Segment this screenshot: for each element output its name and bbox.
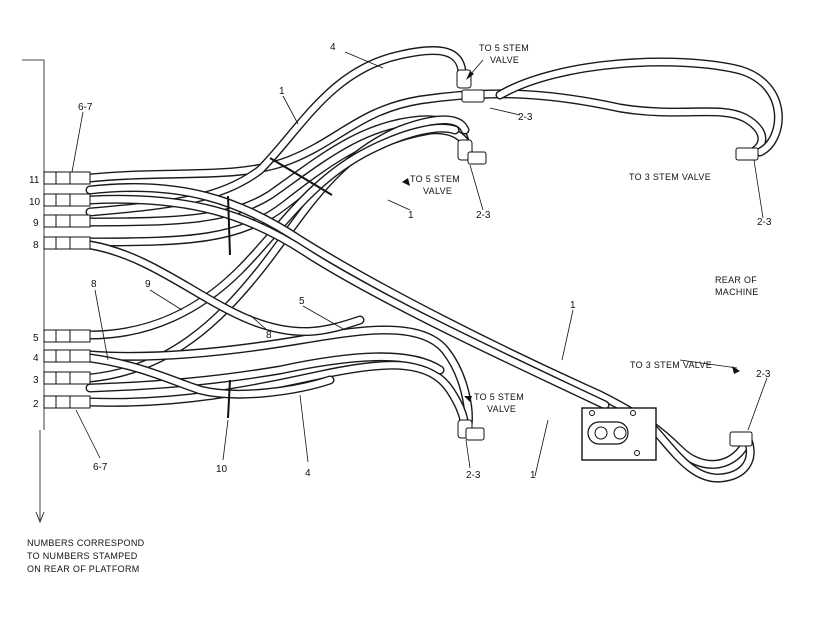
port-fitting-8 xyxy=(43,236,91,250)
port-number-2: 2 xyxy=(33,399,39,410)
hose-group-upper xyxy=(85,46,783,383)
elbow-fitting-mid-5-stem xyxy=(457,139,487,165)
label-mid-5-stem-line1: TO 5 STEM xyxy=(410,174,460,184)
port-fitting-9 xyxy=(43,214,91,228)
callout-9: 9 xyxy=(145,279,151,290)
callout-2-3-low-right: 2-3 xyxy=(756,369,771,380)
port-fitting-10 xyxy=(43,193,91,207)
leader-lines xyxy=(71,51,768,477)
port-number-11: 11 xyxy=(29,175,40,186)
label-rear-line1: REAR OF xyxy=(715,275,757,285)
valve-fittings xyxy=(456,69,759,447)
port-fitting-3 xyxy=(43,371,91,385)
callout-2-3-mid: 2-3 xyxy=(476,210,491,221)
port-fittings xyxy=(43,171,91,409)
port-number-8: 8 xyxy=(33,240,39,251)
note-line-3: ON REAR OF PLATFORM xyxy=(27,564,140,574)
elbow-fitting-top-3-stem xyxy=(735,147,759,161)
part-callouts: 4 2-3 1 6-7 1 2-3 2-3 8 9 5 1 8 2-3 10 4… xyxy=(78,42,772,481)
label-low-3-stem: TO 3 STEM VALVE xyxy=(630,360,712,370)
callout-2-3-top: 2-3 xyxy=(518,112,533,123)
port-number-4: 4 xyxy=(33,353,39,364)
port-fitting-5 xyxy=(43,329,91,343)
label-low-5-stem-line2: VALVE xyxy=(487,404,516,414)
port-number-5: 5 xyxy=(33,333,39,344)
port-number-9: 9 xyxy=(33,218,39,229)
label-top-5-stem-line2: VALVE xyxy=(490,55,519,65)
label-arrows xyxy=(402,71,740,402)
elbow-fitting-top-5-stem xyxy=(456,69,485,103)
callout-8-left: 8 xyxy=(91,279,97,290)
callout-1-bottom: 1 xyxy=(530,470,536,481)
note-line-2: TO NUMBERS STAMPED xyxy=(27,551,138,561)
label-top-5-stem-line1: TO 5 STEM xyxy=(479,43,529,53)
note-line-1: NUMBERS CORRESPOND xyxy=(27,538,145,548)
port-numbers: 11 10 9 8 5 4 3 2 xyxy=(29,175,41,410)
label-rear-line2: MACHINE xyxy=(715,287,759,297)
callout-1-mid: 1 xyxy=(408,210,414,221)
note-bracket xyxy=(22,59,45,524)
callout-2-3-bottom: 2-3 xyxy=(466,470,481,481)
callout-6-7-top: 6-7 xyxy=(78,102,93,113)
elbow-fitting-low-3-stem xyxy=(729,431,753,447)
port-fitting-4 xyxy=(43,349,91,363)
valve-labels: TO 5 STEM VALVE TO 5 STEM VALVE TO 5 STE… xyxy=(410,43,759,414)
callout-5: 5 xyxy=(299,296,305,307)
callout-4-top: 4 xyxy=(330,42,336,53)
callout-1-right: 1 xyxy=(570,300,576,311)
callout-2-3-right: 2-3 xyxy=(757,217,772,228)
hose-group-lower xyxy=(85,182,755,483)
label-low-5-stem-line1: TO 5 STEM xyxy=(474,392,524,402)
port-fitting-2 xyxy=(43,395,91,409)
callout-6-7-bottom: 6-7 xyxy=(93,462,108,473)
callout-8-mid: 8 xyxy=(266,330,272,341)
label-mid-5-stem-line2: VALVE xyxy=(423,186,452,196)
label-top-3-stem: TO 3 STEM VALVE xyxy=(629,172,711,182)
callout-4-bottom: 4 xyxy=(305,468,311,479)
callout-1-top: 1 xyxy=(279,86,285,97)
port-number-3: 3 xyxy=(33,375,39,386)
port-number-10: 10 xyxy=(29,197,41,208)
elbow-fitting-low-5-stem xyxy=(457,419,485,441)
manifold-block xyxy=(581,407,657,461)
platform-note: NUMBERS CORRESPOND TO NUMBERS STAMPED ON… xyxy=(27,538,145,574)
callout-10: 10 xyxy=(216,464,228,475)
port-fitting-11 xyxy=(43,171,91,185)
hose-clamps xyxy=(227,157,333,419)
